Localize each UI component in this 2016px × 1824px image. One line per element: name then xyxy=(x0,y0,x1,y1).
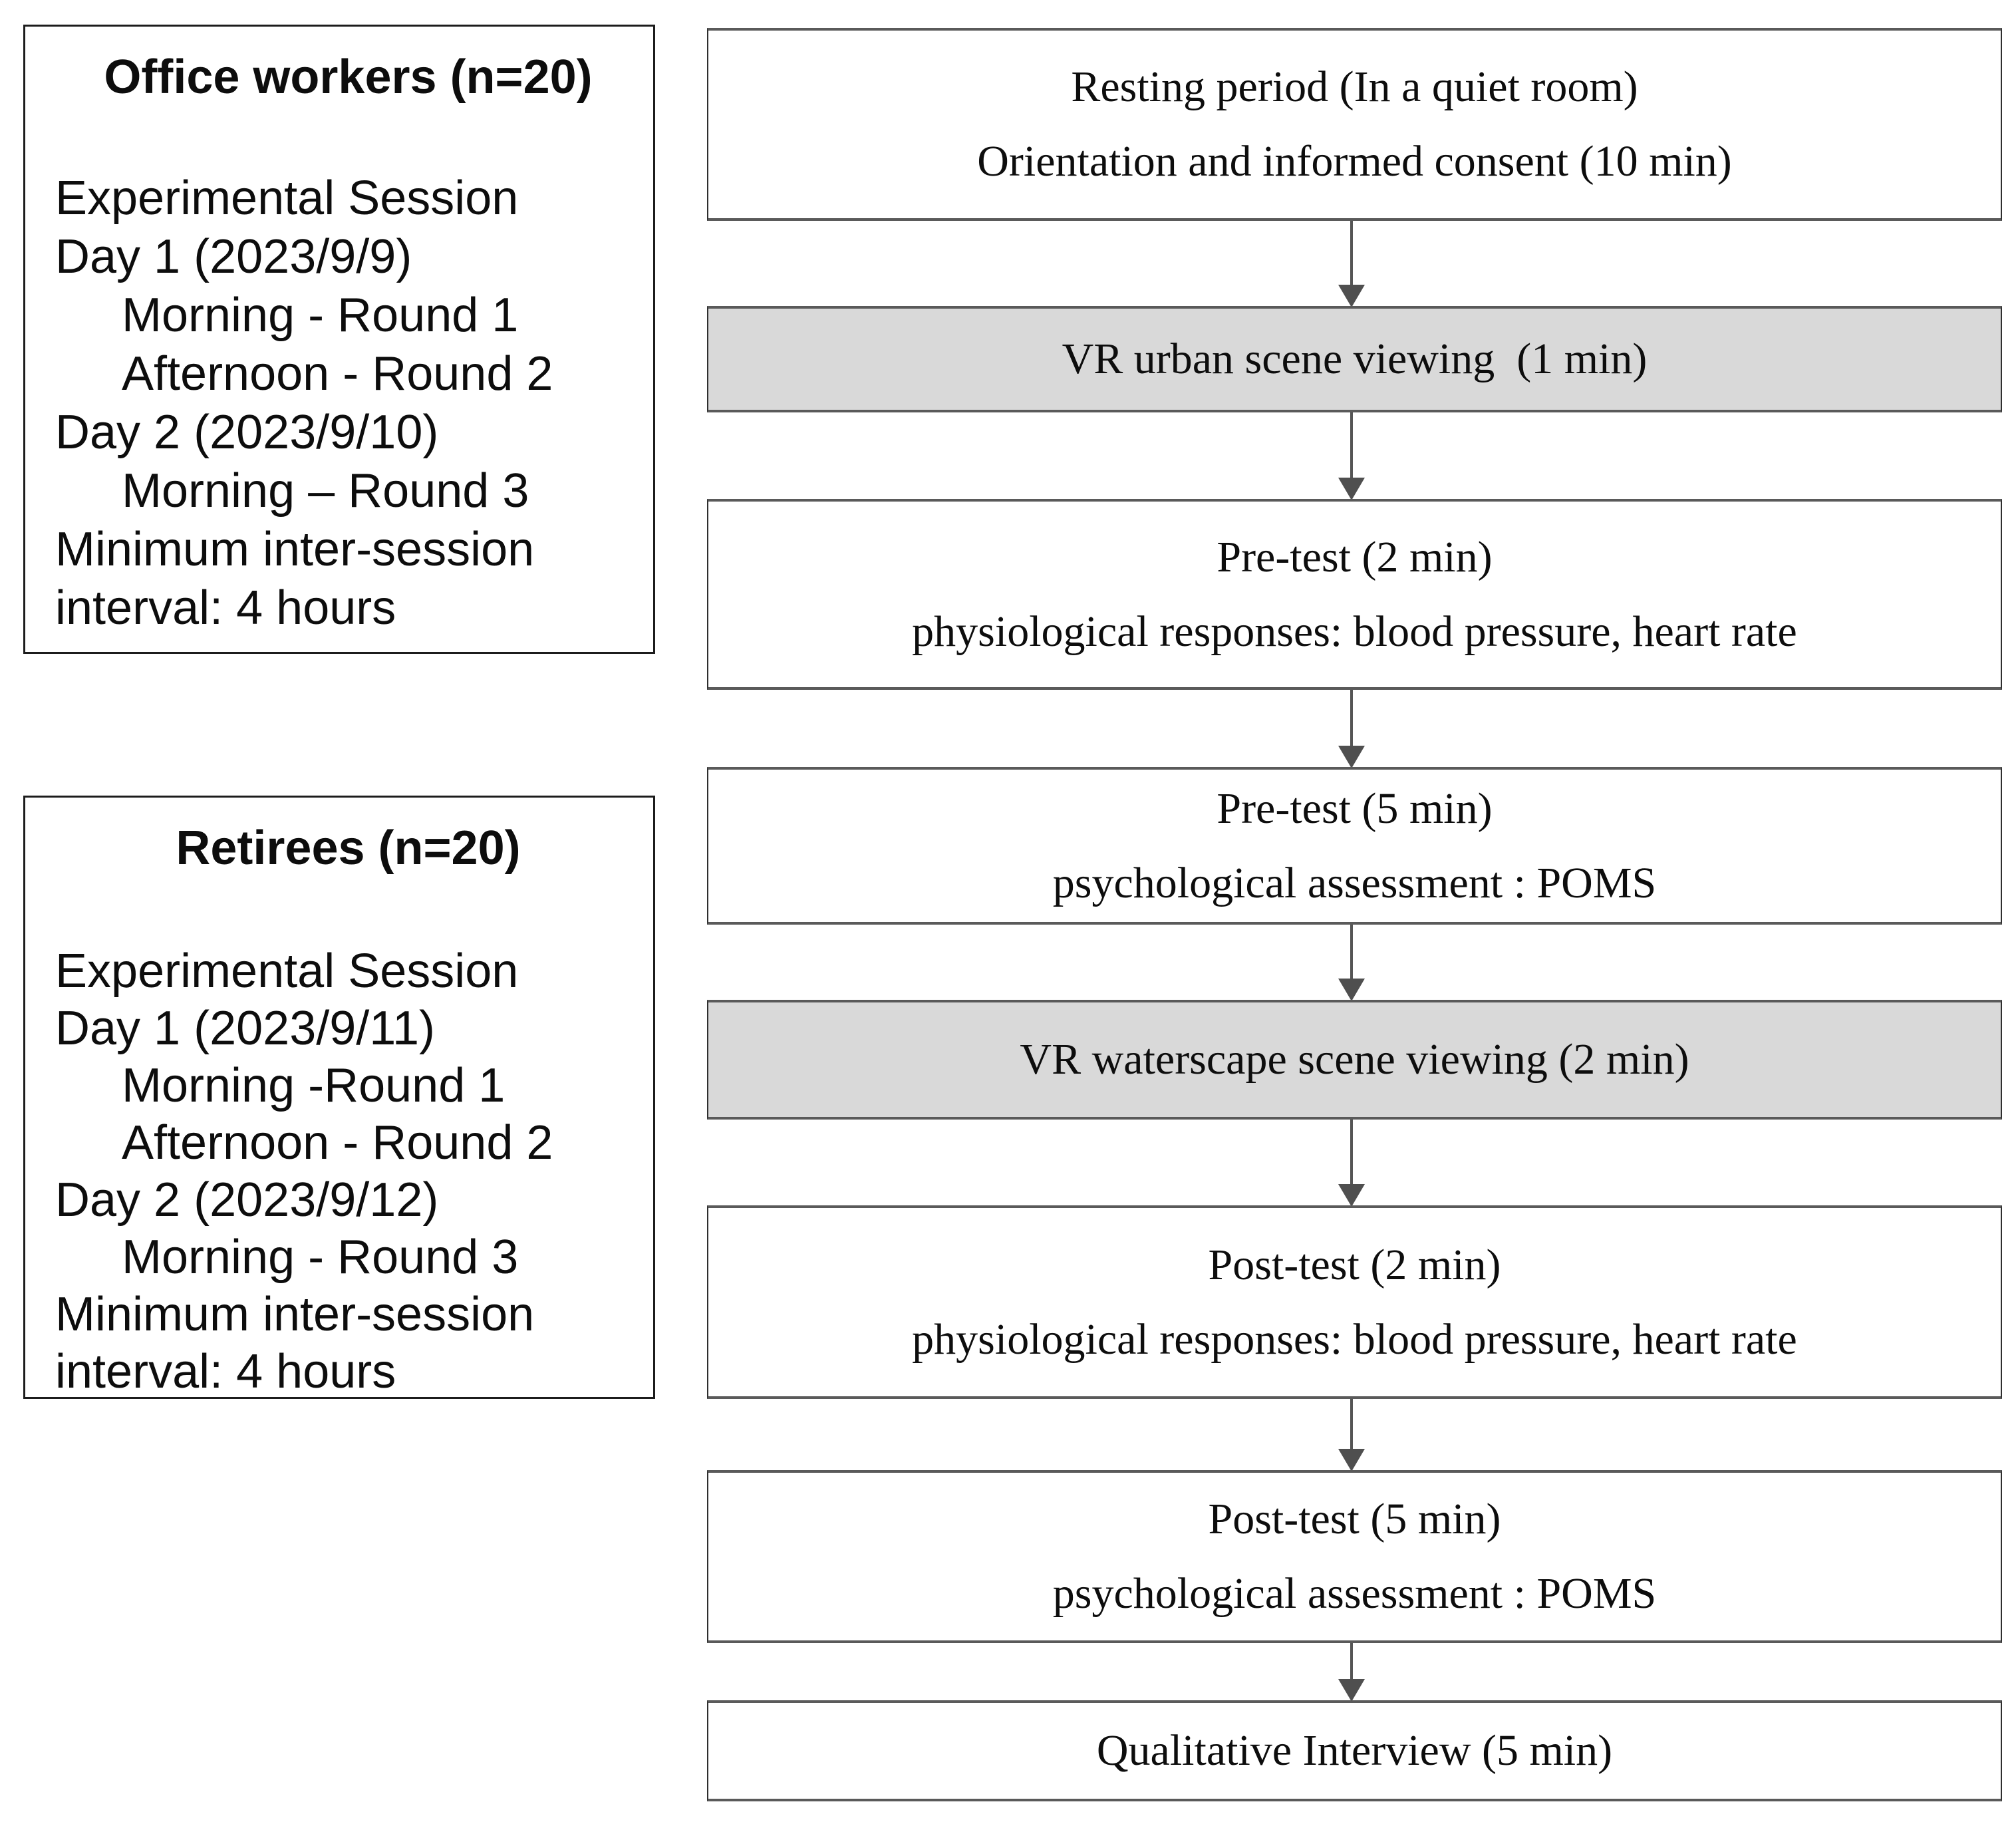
office-line-experimental-session: Experimental Session xyxy=(55,172,519,225)
office-line-day2: Day 2 (2023/9/10) xyxy=(55,406,439,459)
retirees-line-afternoon-round2: Afternoon - Round 2 xyxy=(122,1116,553,1169)
retirees-title: Retirees (n=20) xyxy=(176,822,521,875)
office-line-morning-round3: Morning – Round 3 xyxy=(122,464,529,518)
step-line: psychological assessment : POMS xyxy=(1052,858,1657,907)
step-line: Post-test (2 min) xyxy=(1208,1240,1501,1289)
flow-step-vr-waterscape-viewing: VR waterscape scene viewing (2 min) xyxy=(707,1000,2002,1120)
step-line: Orientation and informed consent (10 min… xyxy=(977,137,1732,186)
step-line: physiological responses: blood pressure,… xyxy=(912,607,1797,656)
flow-step-vr-urban-viewing: VR urban scene viewing (1 min) xyxy=(707,306,2002,412)
retirees-panel: Retirees (n=20) Experimental Session Day… xyxy=(23,796,655,1399)
office-line-day1: Day 1 (2023/9/9) xyxy=(55,230,412,283)
step-line: Post-test (5 min) xyxy=(1208,1495,1501,1543)
office-workers-panel: Office workers (n=20) Experimental Sessi… xyxy=(23,25,655,654)
step-line: Qualitative Interview (5 min) xyxy=(1096,1726,1613,1775)
retirees-line-experimental-session: Experimental Session xyxy=(55,945,519,998)
arrow-head-icon xyxy=(1338,979,1365,1001)
office-line-interval-hours: interval: 4 hours xyxy=(55,581,396,635)
arrow-shaft xyxy=(1350,412,1353,480)
down-arrow xyxy=(1338,1120,1365,1207)
arrow-head-icon xyxy=(1338,478,1365,500)
step-line: psychological assessment : POMS xyxy=(1052,1569,1657,1618)
office-workers-title: Office workers (n=20) xyxy=(104,51,593,104)
arrow-shaft xyxy=(1350,1120,1353,1187)
flow-step-resting-period: Resting period (In a quiet room) Orienta… xyxy=(707,28,2002,221)
arrow-head-icon xyxy=(1338,746,1365,768)
arrow-shaft xyxy=(1350,690,1353,748)
arrow-head-icon xyxy=(1338,285,1365,307)
step-line: Pre-test (5 min) xyxy=(1217,784,1493,833)
down-arrow xyxy=(1338,1643,1365,1702)
step-line: VR urban scene viewing (1 min) xyxy=(1062,335,1648,383)
retirees-line-morning-round3: Morning - Round 3 xyxy=(122,1231,519,1284)
retirees-line-morning-round1: Morning -Round 1 xyxy=(122,1059,505,1112)
arrow-head-icon xyxy=(1338,1679,1365,1702)
down-arrow xyxy=(1338,690,1365,768)
arrow-shaft xyxy=(1350,1643,1353,1682)
flow-step-posttest-psychological: Post-test (5 min) psychological assessme… xyxy=(707,1470,2002,1643)
office-line-afternoon-round2: Afternoon - Round 2 xyxy=(122,347,553,400)
step-line: VR waterscape scene viewing (2 min) xyxy=(1020,1035,1689,1084)
retirees-line-interval-hours: interval: 4 hours xyxy=(55,1345,396,1398)
flow-step-pretest-psychological: Pre-test (5 min) psychological assessmen… xyxy=(707,767,2002,925)
arrow-shaft xyxy=(1350,1399,1353,1451)
flow-step-pretest-physiological: Pre-test (2 min) physiological responses… xyxy=(707,499,2002,690)
down-arrow xyxy=(1338,412,1365,500)
office-line-minimum-interval: Minimum inter-session xyxy=(55,523,535,576)
step-line: Pre-test (2 min) xyxy=(1217,532,1493,581)
flow-step-qualitative-interview: Qualitative Interview (5 min) xyxy=(707,1700,2002,1801)
down-arrow xyxy=(1338,1399,1365,1471)
arrow-head-icon xyxy=(1338,1184,1365,1207)
retirees-line-minimum-interval: Minimum inter-session xyxy=(55,1288,535,1341)
step-line: Resting period (In a quiet room) xyxy=(1071,63,1638,111)
arrow-head-icon xyxy=(1338,1449,1365,1471)
arrow-shaft xyxy=(1350,925,1353,981)
retirees-line-day1: Day 1 (2023/9/11) xyxy=(55,1002,436,1055)
down-arrow xyxy=(1338,925,1365,1001)
arrow-shaft xyxy=(1350,221,1353,287)
step-line: physiological responses: blood pressure,… xyxy=(912,1314,1797,1364)
down-arrow xyxy=(1338,221,1365,307)
office-line-morning-round1: Morning - Round 1 xyxy=(122,289,519,342)
retirees-line-day2: Day 2 (2023/9/12) xyxy=(55,1173,439,1227)
flow-step-posttest-physiological: Post-test (2 min) physiological response… xyxy=(707,1205,2002,1399)
